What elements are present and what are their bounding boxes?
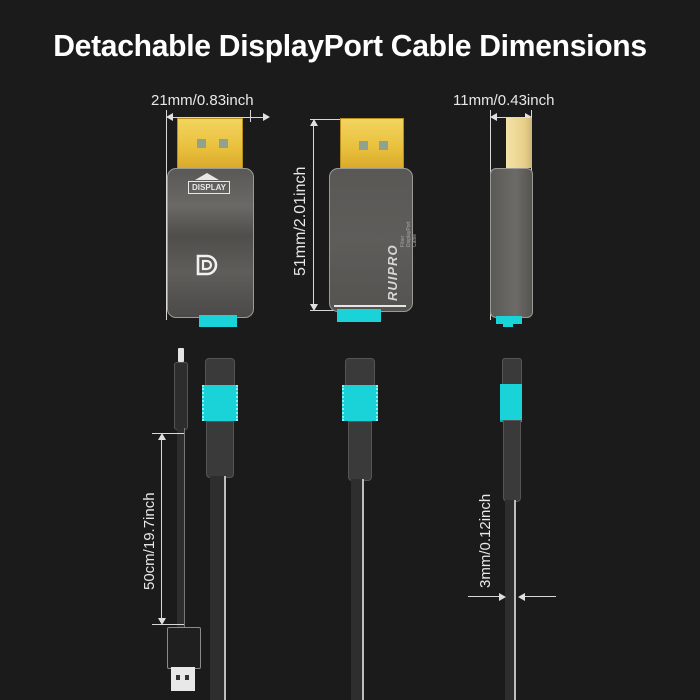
connector-cap xyxy=(345,358,375,388)
connector-shell: DISPLAY xyxy=(167,168,254,318)
usb-a-plug-tip xyxy=(171,667,195,691)
power-cable xyxy=(177,428,185,628)
page-title: Detachable DisplayPort Cable Dimensions xyxy=(53,28,647,63)
fiber-cable xyxy=(351,479,364,700)
gold-plug-tip xyxy=(177,118,243,170)
gold-plug-tip xyxy=(340,118,404,170)
front-width-label: 21mm/0.83inch xyxy=(151,92,254,109)
fiber-connector-1 xyxy=(202,358,238,700)
length-extension-line-top xyxy=(310,119,340,120)
fiber-connector-2 xyxy=(342,358,378,700)
teal-latch-tab xyxy=(503,322,513,327)
cable-diameter-dimension-arrow-left xyxy=(468,593,506,601)
teal-grip-sleeve xyxy=(202,385,238,421)
side-thickness-dimension-line xyxy=(490,113,532,123)
connector-cap xyxy=(502,358,522,386)
teal-latch xyxy=(337,309,381,322)
cable-length-extension-bottom xyxy=(152,624,184,625)
front-extension-line-left xyxy=(166,110,167,320)
brand-logo: RUIPRO xyxy=(385,244,400,301)
cable-length-label: 50cm/19.7inch xyxy=(141,492,158,590)
teal-grip-sleeve xyxy=(342,385,378,421)
display-badge: DISPLAY xyxy=(188,181,230,194)
strain-relief xyxy=(206,421,234,478)
cable-length-dimension-line xyxy=(158,433,166,625)
connector-length-dimension-line xyxy=(310,119,318,311)
fiber-cable xyxy=(505,500,516,700)
connector-length-label: 51mm/2.01inch xyxy=(292,166,309,276)
connector-shell-side xyxy=(490,168,533,318)
displayport-connector-back: RUIPRO Fiber DisplayPort Cable xyxy=(329,118,421,330)
connector-shell: RUIPRO Fiber DisplayPort Cable xyxy=(329,168,418,312)
side-thickness-label: 11mm/0.43inch xyxy=(453,92,555,109)
displayport-logo-icon xyxy=(196,254,218,276)
shell-edge-highlight xyxy=(334,305,406,307)
length-extension-line-bottom xyxy=(310,310,340,311)
front-extension-line-right xyxy=(250,110,251,122)
brand-subtext: Fiber DisplayPort Cable xyxy=(400,221,418,247)
cable-diameter-dimension-arrow-right xyxy=(518,593,556,601)
strain-relief xyxy=(348,421,372,481)
fiber-cable xyxy=(210,476,226,700)
micro-plug-tip xyxy=(178,348,184,362)
displayport-connector-side xyxy=(490,118,534,330)
cable-diameter-label: 3mm/0.12inch xyxy=(477,493,494,588)
displayport-connector-front: DISPLAY xyxy=(167,118,259,328)
fiber-connector-3 xyxy=(499,358,523,700)
micro-plug-housing xyxy=(174,362,188,430)
cable-length-extension-top xyxy=(152,433,184,434)
teal-grip-sleeve xyxy=(500,384,522,422)
usb-a-plug-housing xyxy=(167,627,201,669)
teal-latch xyxy=(199,315,237,327)
connector-cap xyxy=(205,358,235,388)
front-width-dimension-line xyxy=(166,113,270,123)
strain-relief xyxy=(503,420,521,502)
gold-plug-side xyxy=(506,118,532,168)
display-arrow-badge-icon xyxy=(195,173,219,180)
teal-latch xyxy=(496,316,522,324)
usb-power-lead xyxy=(172,348,192,688)
